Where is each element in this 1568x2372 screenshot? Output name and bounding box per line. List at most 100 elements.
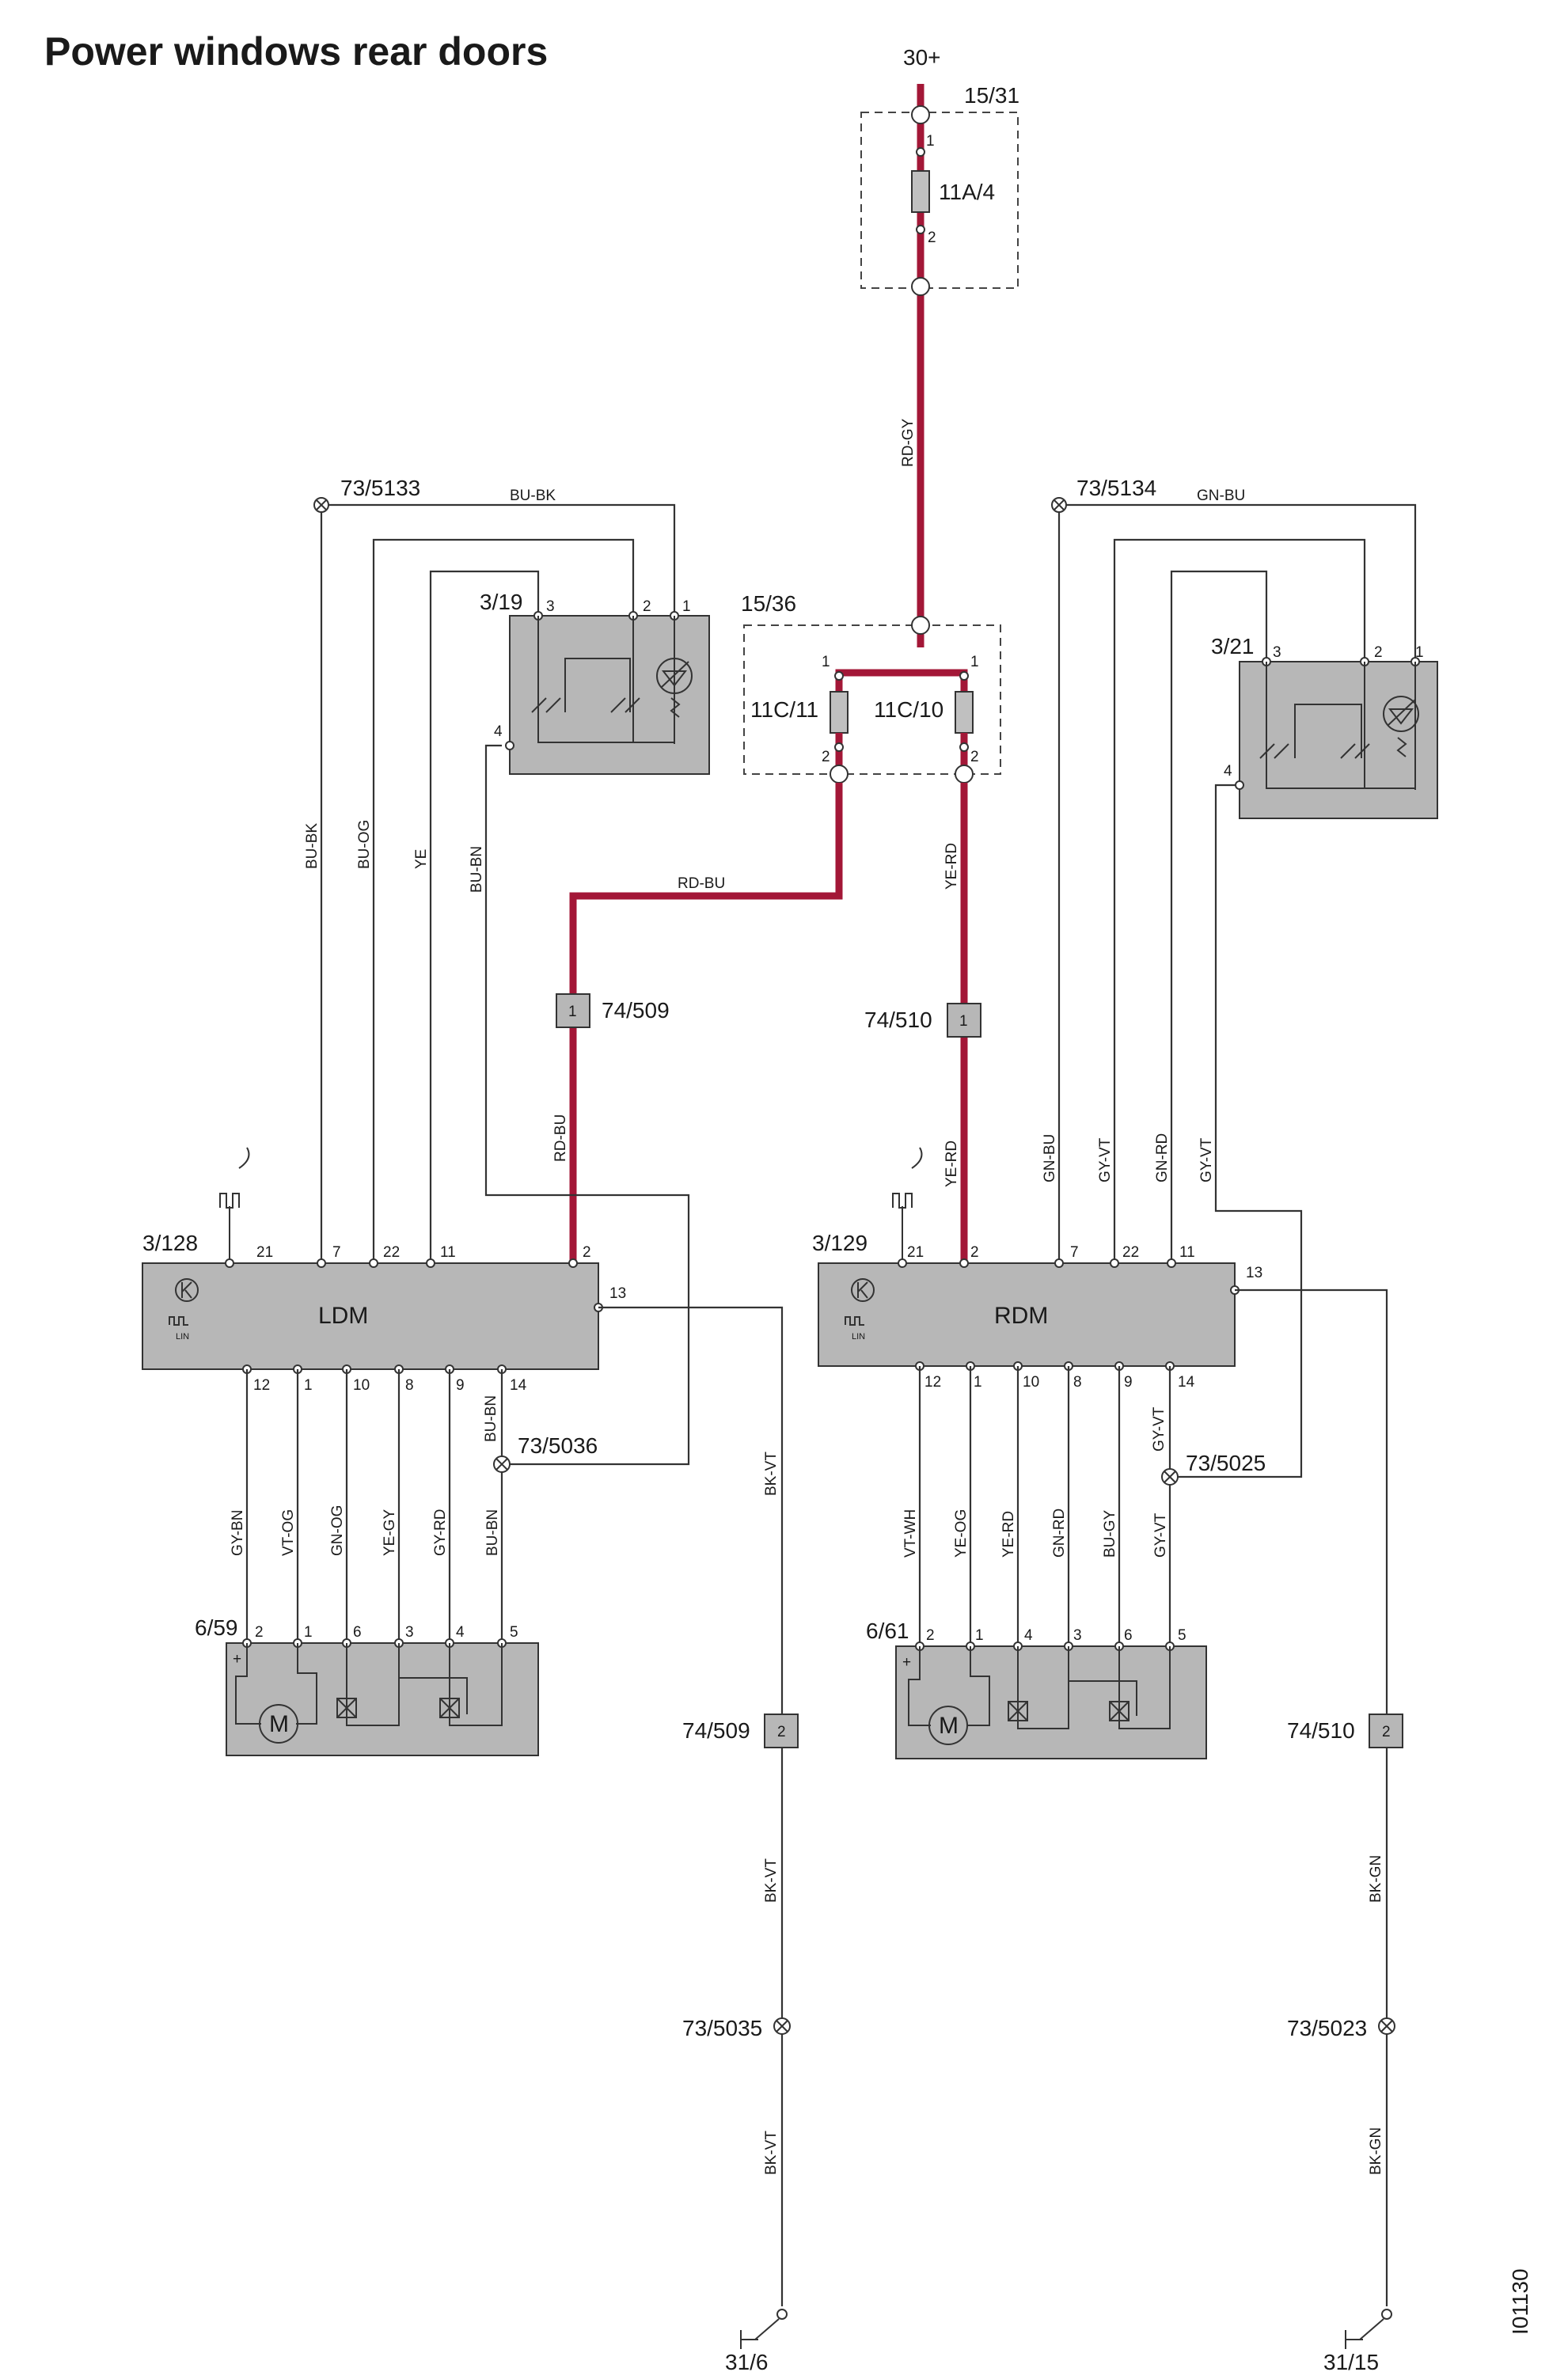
fuse-11a4-pin1: 1 xyxy=(926,133,935,150)
splice-73-5023-label: 73/5023 xyxy=(1287,2016,1367,2040)
svg-text:VT-OG: VT-OG xyxy=(280,1509,297,1556)
right-ground-label: 31/15 xyxy=(1323,2350,1379,2372)
svg-text:LIN: LIN xyxy=(852,1332,865,1342)
svg-text:LIN: LIN xyxy=(176,1332,189,1342)
left-motor-label: 6/59 xyxy=(195,1615,238,1640)
svg-text:22: 22 xyxy=(383,1244,400,1261)
right-label-gy-vt-2: GY-VT xyxy=(1198,1137,1215,1182)
left-top-wire-label: BU-BK xyxy=(510,488,556,504)
connector-74-509-label: 74/509 xyxy=(602,998,670,1023)
right-top-wire-label: GN-BU xyxy=(1197,488,1245,504)
svg-text:VT-WH: VT-WH xyxy=(902,1509,919,1558)
fusebox-15-31-label: 15/31 xyxy=(964,83,1019,108)
svg-text:YE-GY: YE-GY xyxy=(382,1509,398,1556)
svg-text:BU-GY: BU-GY xyxy=(1102,1510,1118,1558)
terminal-fuse-out xyxy=(911,277,930,296)
right-ground-wire xyxy=(1235,1288,1388,2306)
fuse-bus xyxy=(835,669,968,698)
left-ground-conn-label: 74/509 xyxy=(682,1718,750,1743)
left-window-motor xyxy=(226,1642,539,1756)
right-feed-wire-label: YE-RD xyxy=(943,843,960,890)
page-title: Power windows rear doors xyxy=(44,29,548,74)
svg-text:1: 1 xyxy=(304,1624,313,1641)
connector-74-509-pin2 xyxy=(764,1714,799,1748)
right-label-gn-rd: GN-RD xyxy=(1154,1133,1171,1182)
left-wire-bu-bn xyxy=(484,744,690,1466)
fuse-11c11-pin2 xyxy=(834,742,844,752)
connector-74-509-pin1 xyxy=(556,993,590,1028)
figure-id: I01130 xyxy=(1508,2268,1532,2335)
left-ground-wire xyxy=(598,1306,784,2306)
right-wire-gn-bu xyxy=(1057,503,1417,1263)
svg-text:12: 12 xyxy=(924,1374,941,1391)
right-motor-label: 6/61 xyxy=(866,1619,909,1643)
svg-text:7: 7 xyxy=(1070,1244,1079,1261)
svg-text:10: 10 xyxy=(1023,1374,1039,1391)
right-ground-icon xyxy=(1345,2309,1392,2349)
terminal-11c10-out xyxy=(955,765,974,784)
svg-text:22: 22 xyxy=(1122,1244,1139,1261)
left-wire-bu-og xyxy=(372,538,635,1263)
connector-74-510-pin1-label: 1 xyxy=(959,1013,968,1030)
left-switch-pin1: 1 xyxy=(682,598,691,615)
splice-73-5025-label: 73/5025 xyxy=(1186,1451,1266,1475)
svg-text:2: 2 xyxy=(926,1627,935,1644)
left-motor-wires xyxy=(245,1369,503,1643)
right-module-lin-icon: LIN xyxy=(845,1278,875,1342)
svg-text:8: 8 xyxy=(1073,1374,1082,1391)
connector-74-510-label: 74/510 xyxy=(864,1008,932,1032)
svg-text:1: 1 xyxy=(974,1374,982,1391)
left-motor-internal-icon xyxy=(235,1643,503,1744)
right-ground-wire-label-3: BK-GN xyxy=(1368,2127,1384,2175)
terminal-11c11-out xyxy=(830,765,849,784)
left-door-module xyxy=(142,1262,599,1370)
right-motor-plus: + xyxy=(902,1654,911,1671)
fusebox-15-31 xyxy=(860,112,1019,289)
svg-text:9: 9 xyxy=(456,1377,465,1394)
left-motor-symbol: M xyxy=(269,1711,289,1737)
svg-text:6: 6 xyxy=(353,1624,362,1641)
fuse-11c10-pin1 xyxy=(959,671,969,681)
right-motor-internal-icon xyxy=(908,1646,1171,1745)
left-ground-wire-label-2: BK-VT xyxy=(763,1858,780,1903)
fuse-11c10-label: 11C/10 xyxy=(874,697,943,722)
right-switch-contacts-icon xyxy=(1259,662,1419,790)
left-switch-pin3: 3 xyxy=(546,598,555,615)
svg-text:3: 3 xyxy=(1073,1627,1082,1644)
left-lin-signal-icon xyxy=(219,1147,250,1263)
splice-73-5134-label: 73/5134 xyxy=(1076,476,1156,500)
left-module-top-pins: 21 7 22 11 2 xyxy=(225,1244,591,1268)
fuse-11a4-pin2: 2 xyxy=(928,230,936,246)
right-window-motor xyxy=(895,1645,1207,1759)
left-ground-wire-label-3: BK-VT xyxy=(763,2131,780,2175)
right-switch-label: 3/21 xyxy=(1211,634,1255,658)
connector-74-510-pin2 xyxy=(1369,1714,1403,1748)
right-module-pin13: 13 xyxy=(1246,1265,1262,1281)
svg-text:2: 2 xyxy=(255,1624,264,1641)
svg-text:3: 3 xyxy=(405,1624,414,1641)
svg-text:6: 6 xyxy=(1124,1627,1133,1644)
svg-text:2: 2 xyxy=(970,1244,979,1261)
left-module-ref: 3/128 xyxy=(142,1231,198,1255)
splice-73-5036-label: 73/5036 xyxy=(518,1433,598,1458)
left-label-bu-bk: BU-BK xyxy=(304,823,321,869)
connector-74-509-pin1-label: 1 xyxy=(568,1004,577,1020)
right-label-gn-bu: GN-BU xyxy=(1042,1134,1058,1182)
connector-74-510-pin2-label: 2 xyxy=(1382,1724,1391,1740)
left-switch-pin4: 4 xyxy=(494,723,503,740)
left-module-pin13: 13 xyxy=(609,1285,626,1302)
left-window-switch xyxy=(509,615,710,775)
left-splice-wire-label: BU-BN xyxy=(483,1395,499,1442)
right-motor-symbol: M xyxy=(939,1713,959,1739)
fuse-11a4-label: 11A/4 xyxy=(939,180,995,204)
left-label-ye: YE xyxy=(413,849,430,869)
right-wire-gn-rd xyxy=(1170,570,1268,1263)
fuse-11c11-pin1-label: 1 xyxy=(822,654,830,670)
svg-text:4: 4 xyxy=(1024,1627,1033,1644)
svg-text:YE-OG: YE-OG xyxy=(953,1509,970,1558)
right-module-ref: 3/129 xyxy=(812,1231,868,1255)
svg-text:5: 5 xyxy=(510,1624,518,1641)
left-ground-wire-label-1: BK-VT xyxy=(763,1452,780,1496)
left-ground-icon xyxy=(740,2309,788,2349)
left-label-bu-og: BU-OG xyxy=(356,820,373,869)
